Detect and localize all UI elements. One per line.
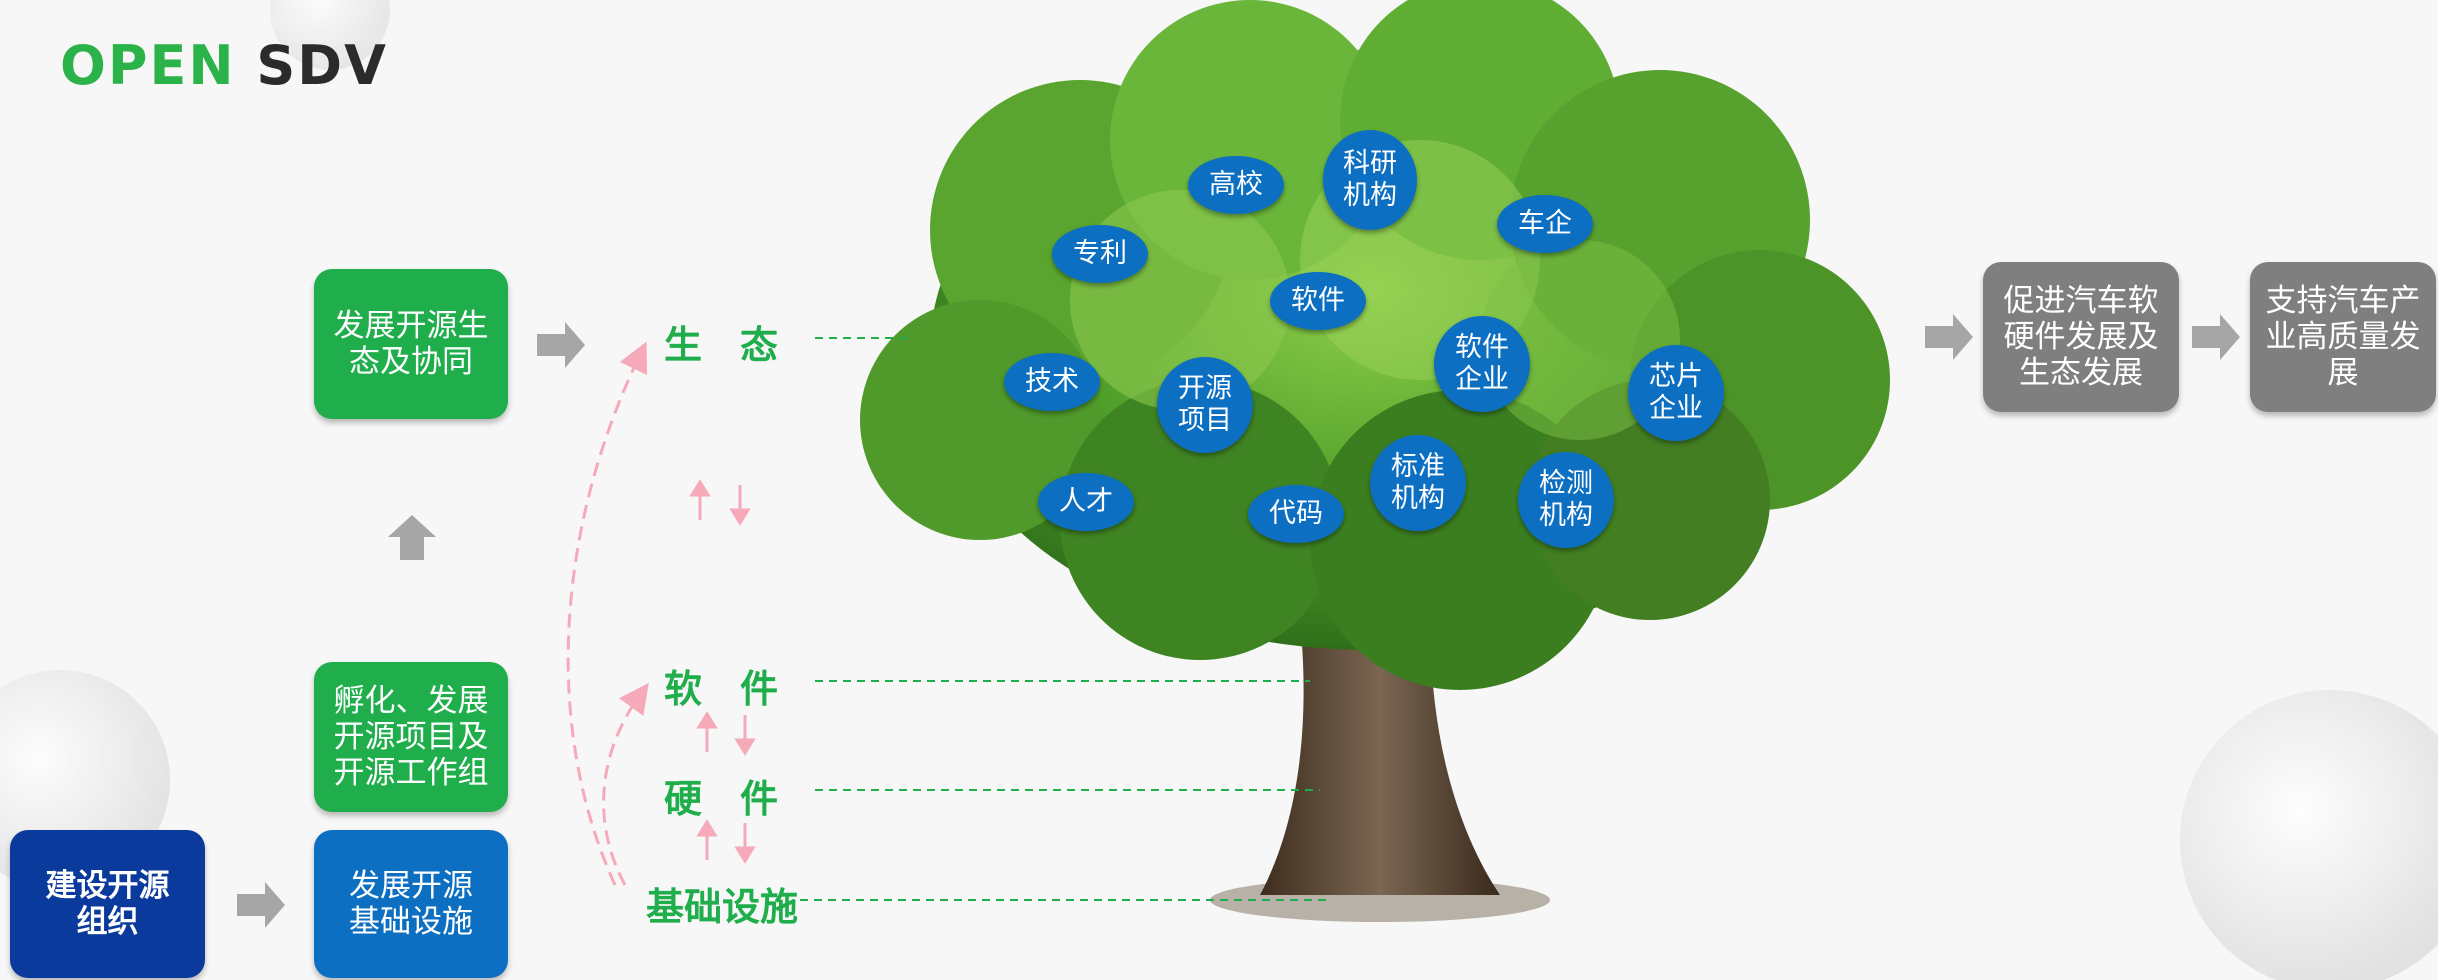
bubble-talent: 人才 <box>1038 473 1134 531</box>
bubble-research-institutes: 科研 机构 <box>1323 130 1417 230</box>
grey-arrow-right <box>537 322 585 368</box>
layer-hardware: 硬 件 <box>664 777 779 821</box>
layer-infrastructure: 基础设施 <box>646 885 799 929</box>
layer-software: 软 件 <box>664 667 779 711</box>
box-infrastructure: 发展开源 基础设施 <box>314 830 508 978</box>
grey-arrow-right <box>237 882 285 928</box>
curve-to-ecology <box>566 341 647 886</box>
bubble-software: 软件 <box>1270 272 1366 330</box>
logo-open: OPEN <box>60 34 236 97</box>
logo-sdv: SDV <box>256 34 388 97</box>
tree-canopy <box>860 0 1890 690</box>
curve-to-software <box>602 682 649 886</box>
grey-arrow-up <box>388 515 436 560</box>
bubble-patents: 专利 <box>1052 225 1148 283</box>
box-build-organization: 建设开源 组织 <box>10 830 205 978</box>
bubble-testing-institutes: 检测 机构 <box>1518 452 1614 548</box>
bubble-software-companies: 软件 企业 <box>1434 316 1530 412</box>
bubble-standards-bodies: 标准 机构 <box>1370 435 1466 531</box>
grey-arrow-right <box>2192 314 2240 360</box>
tree-trunk <box>1210 620 1550 922</box>
updown-arrows-hardware <box>696 819 756 864</box>
layer-ecology: 生 态 <box>664 323 779 367</box>
bubble-code: 代码 <box>1248 485 1344 543</box>
bubble-chip-companies: 芯片 企业 <box>1628 345 1724 441</box>
bubble-open-source-projects: 开源 项目 <box>1157 357 1253 453</box>
grey-arrow-right <box>1925 314 1973 360</box>
box-incubate-projects: 孵化、发展 开源项目及 开源工作组 <box>314 662 508 812</box>
bubble-universities: 高校 <box>1188 156 1284 214</box>
bubble-technology: 技术 <box>1004 353 1100 411</box>
bubble-automakers: 车企 <box>1497 195 1593 253</box>
bg-ball <box>2180 690 2438 980</box>
logo: OPEN SDV <box>60 34 388 97</box>
box-promote-development: 促进汽车软 硬件发展及 生态发展 <box>1983 262 2179 412</box>
box-support-industry: 支持汽车产 业高质量发 展 <box>2250 262 2436 412</box>
bg-ball <box>270 0 390 70</box>
box-ecology-collaboration: 发展开源生 态及协同 <box>314 269 508 419</box>
updown-arrows-ecology <box>689 479 751 526</box>
updown-arrows-software <box>696 711 756 756</box>
